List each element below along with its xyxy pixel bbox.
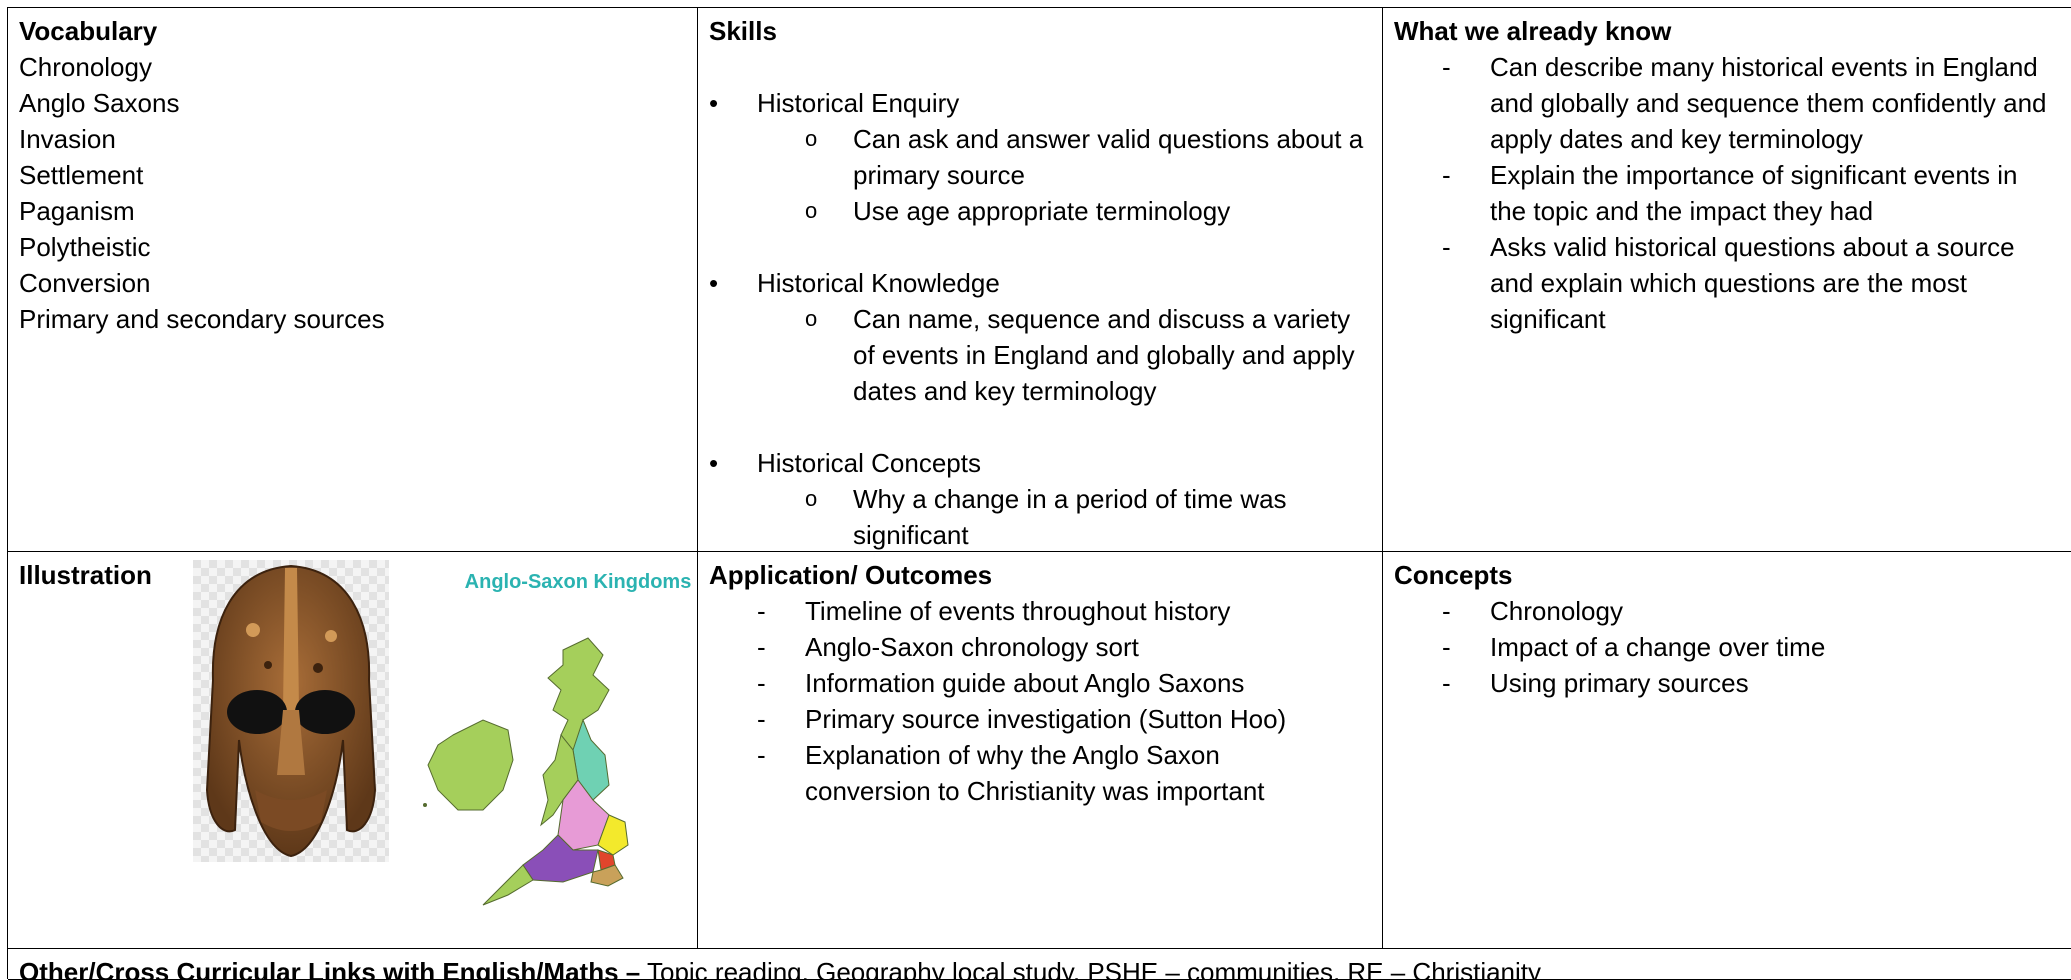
outcome-item: - Primary source investigation (Sutton H…	[709, 701, 1371, 737]
skills-cell: Skills • Historical Enquiry o Can ask an…	[698, 8, 1383, 552]
outcome-item: - Anglo-Saxon chronology sort	[709, 629, 1371, 665]
skill-group-title: Historical Enquiry	[757, 88, 960, 118]
dash-marker: -	[757, 596, 766, 626]
map-title: Anglo-Saxon Kingdoms	[465, 571, 692, 593]
dash-marker: -	[1442, 52, 1451, 82]
concept-item: - Impact of a change over time	[1394, 629, 2060, 665]
vocabulary-item: Settlement	[19, 160, 144, 190]
circle-marker: o	[805, 306, 818, 331]
skill-sub-item: o Use age appropriate terminology	[709, 193, 1371, 229]
bullet-marker: •	[709, 448, 719, 478]
concept-item: - Using primary sources	[1394, 665, 2060, 701]
skill-group: • Historical Concepts	[709, 445, 1371, 481]
vocabulary-item: Conversion	[19, 268, 151, 298]
bullet-marker: •	[709, 268, 719, 298]
skills-heading: Skills	[709, 16, 777, 46]
outcome-item: - Information guide about Anglo Saxons	[709, 665, 1371, 701]
concepts-cell: Concepts - Chronology - Impact of a chan…	[1383, 552, 2071, 949]
sutton-hoo-helmet-image	[193, 560, 389, 862]
dash-marker: -	[757, 632, 766, 662]
skill-sub-item: o Can name, sequence and discuss a varie…	[709, 301, 1371, 409]
circle-marker: o	[805, 198, 818, 223]
vocabulary-heading: Vocabulary	[19, 16, 158, 46]
bullet-marker: •	[709, 88, 719, 118]
circle-marker: o	[805, 126, 818, 151]
outcomes-heading: Application/ Outcomes	[709, 560, 993, 590]
already-know-item: - Explain the importance of significant …	[1394, 157, 2060, 229]
vocabulary-cell: Vocabulary Chronology Anglo Saxons Invas…	[8, 8, 698, 552]
outcome-item: - Timeline of events throughout history	[709, 593, 1371, 629]
dash-marker: -	[1442, 232, 1451, 262]
dash-marker: -	[1442, 160, 1451, 190]
dash-marker: -	[1442, 632, 1451, 662]
vocabulary-item: Chronology	[19, 52, 152, 82]
dash-marker: -	[1442, 596, 1451, 626]
skill-sub-item: o Why a change in a period of time was s…	[709, 481, 1371, 551]
skill-group: • Historical Knowledge	[709, 265, 1371, 301]
already-know-heading: What we already know	[1394, 16, 1672, 46]
circle-marker: o	[805, 486, 818, 511]
topic-planning-table: Vocabulary Chronology Anglo Saxons Invas…	[7, 7, 2071, 980]
vocabulary-item: Anglo Saxons	[19, 88, 180, 118]
skill-group-title: Historical Knowledge	[757, 268, 1000, 298]
illustration-cell: Illustration	[8, 552, 698, 949]
dash-marker: -	[757, 704, 766, 734]
dash-marker: -	[757, 740, 766, 770]
already-know-item: - Asks valid historical questions about …	[1394, 229, 2060, 337]
already-know-cell: What we already know - Can describe many…	[1383, 8, 2071, 552]
vocabulary-item: Polytheistic	[19, 232, 151, 262]
dash-marker: -	[1442, 668, 1451, 698]
skill-sub-item: o Can ask and answer valid questions abo…	[709, 121, 1371, 193]
skill-group-title: Historical Concepts	[757, 448, 981, 478]
cross-curricular-label: Other/Cross Curricular Links with Englis…	[19, 957, 641, 980]
concept-item: - Chronology	[1394, 593, 2060, 629]
dash-marker: -	[757, 668, 766, 698]
illustration-heading: Illustration	[19, 560, 152, 590]
concepts-heading: Concepts	[1394, 560, 1513, 590]
cross-curricular-cell: Other/Cross Curricular Links with Englis…	[8, 949, 2071, 980]
outcomes-cell: Application/ Outcomes - Timeline of even…	[698, 552, 1383, 949]
vocabulary-item: Invasion	[19, 124, 116, 154]
outcome-item: - Explanation of why the Anglo Saxon con…	[709, 737, 1371, 809]
anglo-saxon-kingdoms-map: Anglo-Saxon Kingdoms	[423, 571, 692, 906]
vocabulary-item: Paganism	[19, 196, 135, 226]
already-know-item: - Can describe many historical events in…	[1394, 49, 2060, 157]
vocabulary-item: Primary and secondary sources	[19, 304, 385, 334]
cross-curricular-text: Topic reading, Geography local study, PS…	[640, 957, 1542, 980]
skill-group: • Historical Enquiry	[709, 85, 1371, 121]
